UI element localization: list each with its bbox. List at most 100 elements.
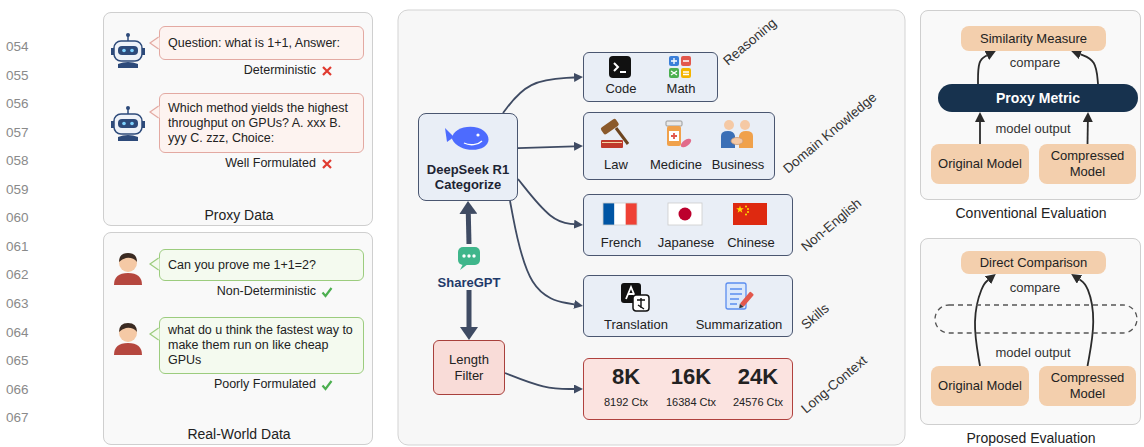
category-heading: Long-Context [798,353,870,417]
terminal-icon [609,56,631,78]
model-box: Original Model [931,144,1029,184]
model-box: Compressed Model [1039,366,1136,406]
summary-icon [726,283,754,310]
verdict-text: Well Formulated [225,156,316,171]
line-number: 060 [6,210,29,225]
robot-icon [111,106,145,141]
category-box: TranslationSummarizationSkills [583,275,793,337]
panel-caption: Proposed Evaluation [926,430,1136,446]
line-number: 066 [6,382,29,397]
verdict-text: Poorly Formulated [214,377,316,392]
flow-arrow [978,56,987,84]
flow-arrow [505,373,574,389]
speech-bubble: Question: what is 1+1, Answer:Determinis… [159,26,364,60]
whale-logo [445,127,489,150]
panel-ground [103,12,373,226]
panel-ground [920,10,1141,200]
verdict-line: Well Formulated [225,156,333,171]
person-icon [114,323,142,355]
box-text: Proxy Metric [996,90,1080,106]
item-label: French [591,235,651,250]
category-box: LawMedicineBusinessDomain Knowledge [583,112,775,180]
check-mark [321,286,333,298]
category-heading: Reasoning [720,15,779,68]
gavel-icon [600,118,628,148]
flow-arrow [979,122,981,144]
speech-bubble: what do u think the fastest way to make … [159,317,364,374]
flow-note: model output [983,345,1083,360]
panel-caption: Real-World Data [129,426,349,442]
data-panel: Real-World DataCan you prove me 1+1=2?No… [103,232,373,445]
box-text: what do u think the fastest way to make … [168,323,355,368]
speech-bubble: Which method yields the highest throughp… [159,93,364,153]
item-label: Medicine [644,157,708,172]
data-panel: Proxy Data Question: what is 1+1, Answer:… [103,12,373,226]
item-label: Math [651,81,711,96]
category-heading: Non-English [798,195,864,254]
line-number: 054 [6,39,29,54]
line-number: 063 [6,296,29,311]
line-number: 061 [6,239,29,254]
line-number: 059 [6,182,29,197]
flow-arrow [1087,122,1089,144]
speech-bubble: Can you prove me 1+1=2?Non-Deterministic [159,249,364,281]
dashed-slot [935,305,1137,333]
translation-icon [621,283,649,311]
source-dataset: ShareGPT [434,244,504,290]
pipeline-panel [398,10,905,445]
category-heading: Skills [798,300,832,332]
box-text: ShareGPT [438,275,501,290]
item-label: 24K [728,364,788,390]
box-text: Original Model [938,378,1022,394]
line-number: 065 [6,353,29,368]
line-number: 055 [6,68,29,83]
line-number: 056 [6,96,29,111]
item-label: Business [706,157,770,172]
item-label: 8192 Ctx [595,396,657,408]
verdict-text: Non-Deterministic [217,284,316,299]
evaluation-panel: Conventional EvaluationSimilarity Measur… [920,10,1141,200]
line-number: 064 [6,325,29,340]
box-text: Which method yields the highest throughp… [168,101,355,146]
bubble-tail [150,37,160,49]
item-label: Law [586,157,646,172]
flow-arrow [1081,54,1098,84]
person-icon [114,253,142,285]
line-number: 067 [6,410,29,425]
calculator-icon [669,56,691,78]
item-label: 16K [661,364,721,390]
flow-arrow [1080,279,1094,366]
business-icon [721,120,753,148]
item-label: Translation [591,317,681,332]
item-label: Japanese [654,235,718,250]
line-number: 057 [6,125,29,140]
result-box: Similarity Measure [961,26,1106,51]
panel-caption: Conventional Evaluation [926,205,1136,221]
box-text: Compressed Model [1045,370,1130,401]
box-text: Similarity Measure [980,31,1087,47]
flow-arrow [518,146,574,148]
chat-logo [458,247,480,270]
box-text: Original Model [938,156,1022,172]
check-mark [321,379,333,391]
flow-note: compare [995,280,1075,295]
flow-arrow [510,201,574,304]
result-box: Direct Comparison [961,251,1106,274]
medicine-icon [666,121,693,149]
japan-flag [668,203,702,225]
box-text: Can you prove me 1+1=2? [168,258,316,273]
model-box: Original Model [931,366,1029,406]
robot-icon [111,33,145,68]
verdict-line: Poorly Formulated [214,377,333,392]
box-text: Direct Comparison [980,255,1088,271]
box-text: Question: what is 1+1, Answer: [168,36,340,51]
evaluation-panel: Proposed EvaluationDirect ComparisonOrig… [920,238,1141,425]
model-box: Compressed Model [1039,144,1136,184]
panel-caption: Proxy Data [129,207,349,223]
flow-arrow [518,179,574,224]
filter-box: Length Filter [433,340,505,395]
category-box: FrenchJapaneseChineseNon-English [583,194,793,256]
flow-arrow [466,214,472,244]
item-label: Summarization [689,317,789,332]
flow-arrow [975,280,988,366]
